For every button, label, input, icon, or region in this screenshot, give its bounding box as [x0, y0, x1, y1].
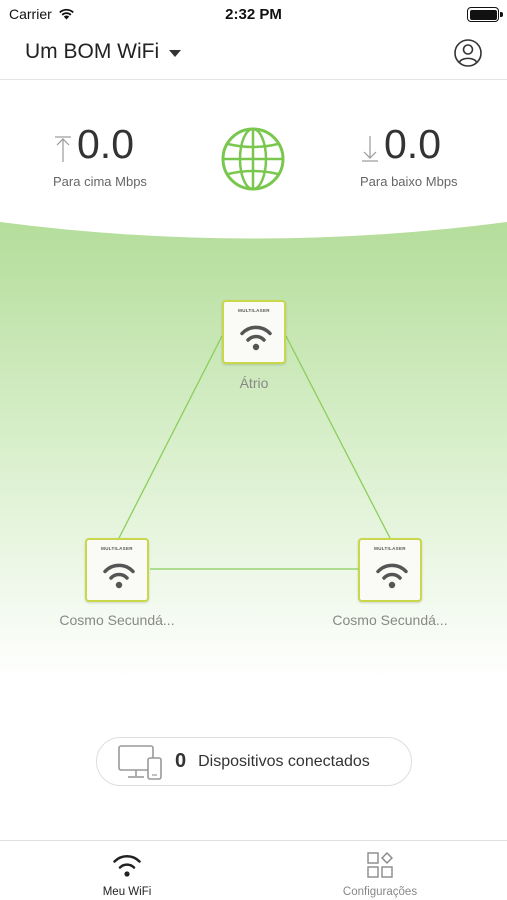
wifi-icon	[240, 325, 272, 351]
signal-wifi-icon	[58, 8, 74, 20]
node-label-secondary-left: Cosmo Secundá...	[59, 612, 175, 628]
connected-devices-button[interactable]: 0 Dispositivos conectados	[96, 737, 412, 786]
download-label: Para baixo Mbps	[360, 174, 458, 189]
tab-bar: Meu WiFi Configurações	[0, 840, 507, 900]
tab-configuracoes[interactable]: Configurações	[320, 851, 440, 898]
node-label-secondary-right: Cosmo Secundá...	[332, 612, 448, 628]
wifi-icon	[113, 855, 141, 877]
tab-label: Meu WiFi	[102, 886, 152, 898]
globe-icon[interactable]	[220, 126, 286, 192]
settings-grid-icon	[367, 852, 393, 878]
clock: 2:32 PM	[225, 6, 282, 23]
arrow-up-icon	[55, 136, 71, 162]
network-name: Um BOM WiFi	[25, 40, 160, 63]
devices-label: Dispositivos conectados	[198, 752, 370, 770]
battery-icon	[467, 7, 503, 22]
node-label-atrio: Átrio	[239, 375, 269, 391]
topology-background	[0, 222, 507, 680]
router-node-atrio[interactable]: MULTILASER	[222, 300, 286, 364]
network-selector[interactable]: Um BOM WiFi	[25, 40, 182, 64]
carrier-info: Carrier	[9, 6, 75, 22]
carrier-name: Carrier	[9, 6, 52, 22]
devices-icon	[118, 744, 162, 780]
router-node-secondary-right[interactable]: MULTILASER	[358, 538, 422, 602]
devices-count: 0	[175, 750, 187, 772]
router-node-secondary-left[interactable]: MULTILASER	[85, 538, 149, 602]
arrow-down-icon	[362, 136, 378, 162]
brand-label: MULTILASER	[374, 546, 406, 551]
wifi-icon	[103, 563, 135, 589]
brand-label: MULTILASER	[101, 546, 133, 551]
tab-meu-wifi[interactable]: Meu WiFi	[67, 851, 187, 898]
upload-speed: 0.0 Para cima Mbps	[53, 120, 147, 189]
upload-value: 0.0	[77, 121, 134, 167]
upload-label: Para cima Mbps	[53, 174, 147, 189]
wifi-icon	[376, 563, 408, 589]
nav-header: Um BOM WiFi	[0, 28, 507, 80]
brand-label: MULTILASER	[238, 308, 270, 313]
profile-icon[interactable]	[453, 38, 483, 68]
download-speed: 0.0 Para baixo Mbps	[360, 120, 458, 189]
caret-down-icon	[169, 49, 182, 57]
tab-label: Configurações	[342, 886, 418, 898]
download-value: 0.0	[384, 121, 441, 167]
status-bar: Carrier 2:32 PM	[0, 0, 507, 28]
